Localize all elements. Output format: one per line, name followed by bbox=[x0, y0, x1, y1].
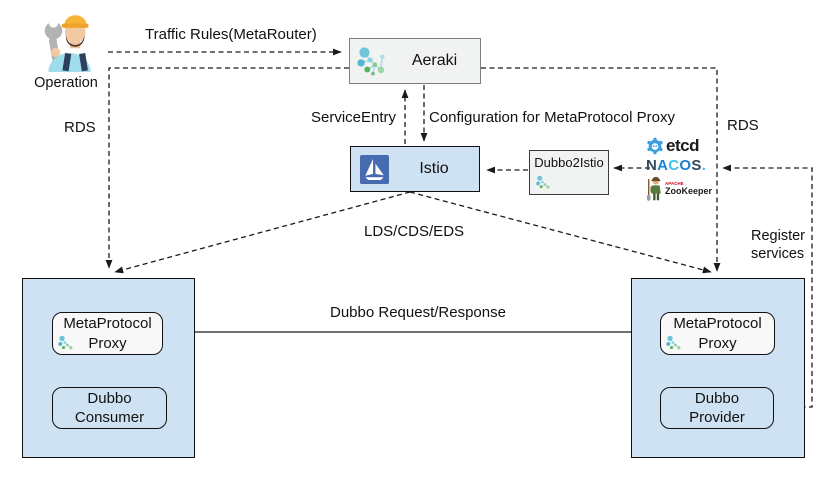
consumer-proxy-label-line1: MetaProtocol bbox=[63, 315, 152, 332]
consumer-metaprotocol-proxy-node: MetaProtocol Proxy bbox=[52, 312, 163, 355]
rds-right-label: RDS bbox=[727, 117, 759, 134]
nacos-letter: C bbox=[668, 157, 680, 174]
provider-proxy-label-line1: MetaProtocol bbox=[673, 315, 762, 332]
dubbo-provider-label-line1: Dubbo bbox=[694, 389, 740, 407]
config-label: Configuration for MetaProtocol Proxy bbox=[429, 109, 675, 126]
dubbo2istio-label: Dubbo2Istio bbox=[534, 155, 604, 170]
dubbo2istio-node: Dubbo2Istio bbox=[529, 150, 609, 195]
provider-proxy-label-line2: Proxy bbox=[698, 334, 737, 352]
aeraki-label: Aeraki bbox=[411, 52, 458, 69]
dubbo-consumer-node: Dubbo Consumer bbox=[52, 387, 167, 429]
zookeeper-label: ZooKeeper bbox=[665, 185, 713, 196]
dubbo-consumer-label-line2: Consumer bbox=[74, 409, 145, 426]
istio-node: Istio bbox=[350, 146, 480, 192]
nacos-letter: N bbox=[646, 157, 658, 174]
register-services-label: Register services bbox=[751, 228, 805, 263]
aeraki-logo-icon bbox=[357, 47, 385, 76]
nacos-logo: NACOS. bbox=[646, 157, 720, 174]
istio-label: Istio bbox=[419, 160, 449, 177]
metaprotocol-logo-icon bbox=[666, 335, 681, 350]
nacos-letter: A bbox=[657, 157, 669, 174]
rds-left-line bbox=[105, 67, 349, 269]
service-entry-label: ServiceEntry bbox=[311, 109, 397, 126]
registry-group: etcd NACOS. APACHE ZooKeeper bbox=[646, 136, 720, 203]
consumer-proxy-label-line2: Proxy bbox=[88, 334, 127, 352]
etcd-logo: etcd bbox=[646, 136, 720, 156]
metaprotocol-logo-icon bbox=[58, 335, 73, 350]
dubbo-consumer-label-line1: Dubbo bbox=[87, 389, 132, 407]
lds-cds-eds-label: LDS/CDS/EDS bbox=[364, 223, 465, 240]
dubbo-provider-node: Dubbo Provider bbox=[660, 387, 774, 429]
zookeeper-icon bbox=[646, 176, 661, 201]
traffic-rules-label: Traffic Rules(MetaRouter) bbox=[145, 26, 317, 43]
provider-metaprotocol-proxy-node: MetaProtocol Proxy bbox=[660, 312, 775, 355]
dubbo2istio-logo-icon bbox=[536, 175, 550, 189]
consumer-pod-container bbox=[22, 278, 195, 458]
nacos-letter: S bbox=[691, 157, 702, 174]
etcd-label: etcd bbox=[666, 136, 699, 155]
operation-label: Operation bbox=[34, 75, 98, 91]
provider-pod-container bbox=[631, 278, 805, 458]
operator-icon bbox=[44, 15, 91, 72]
nacos-letter: O bbox=[679, 157, 692, 174]
etcd-icon bbox=[647, 137, 663, 155]
dubbo-request-response-label: Dubbo Request/Response bbox=[330, 304, 506, 321]
istio-logo-icon bbox=[360, 154, 389, 184]
rds-left-label: RDS bbox=[64, 119, 96, 136]
zookeeper-badge: APACHE bbox=[665, 181, 684, 187]
dubbo-provider-label-line2: Provider bbox=[689, 409, 745, 426]
nacos-letter: . bbox=[701, 157, 707, 174]
aeraki-node: Aeraki bbox=[349, 38, 481, 84]
zookeeper-logo: APACHE ZooKeeper bbox=[646, 175, 720, 203]
